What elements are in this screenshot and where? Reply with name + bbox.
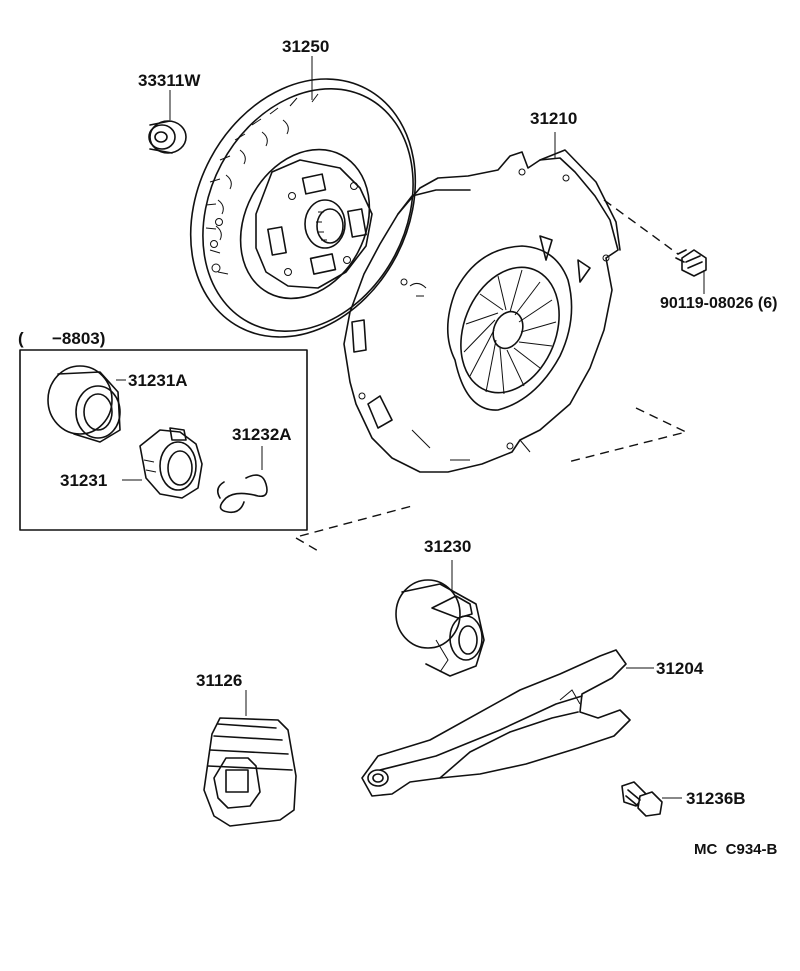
label-diagram-code: MC C934-B	[694, 841, 778, 858]
pivot-bolt-part[interactable]	[621, 781, 682, 817]
label-90119-08026: 90119-08026 (6)	[660, 295, 777, 312]
label-31232a: 31232A	[232, 425, 292, 444]
label-31250: 31250	[282, 37, 329, 56]
pilot-bearing-part[interactable]	[148, 90, 187, 154]
release-fork-part[interactable]	[361, 649, 654, 797]
hub-31231-part[interactable]	[122, 427, 203, 499]
label-33311w: 33311W	[138, 71, 201, 90]
label-31231a: 31231A	[128, 371, 188, 390]
label-31210: 31210	[530, 109, 577, 128]
hub-31231a-part[interactable]	[47, 365, 126, 443]
label-31236b: 31236B	[686, 789, 746, 808]
label-31230: 31230	[424, 537, 471, 556]
clutch-disc-part[interactable]	[147, 40, 459, 377]
fork-boot-part[interactable]	[203, 690, 297, 827]
cover-bolt-part[interactable]	[603, 199, 707, 294]
label-31204: 31204	[656, 659, 704, 678]
range-bracket-box	[19, 349, 308, 531]
label-31231: 31231	[60, 471, 107, 490]
clip-31232a-part[interactable]	[216, 446, 268, 514]
label-range-8803: ( −8803)	[18, 329, 105, 348]
label-31126: 31126	[196, 671, 242, 690]
release-bearing-part[interactable]	[395, 560, 485, 677]
clutch-cover-part[interactable]	[343, 132, 621, 473]
